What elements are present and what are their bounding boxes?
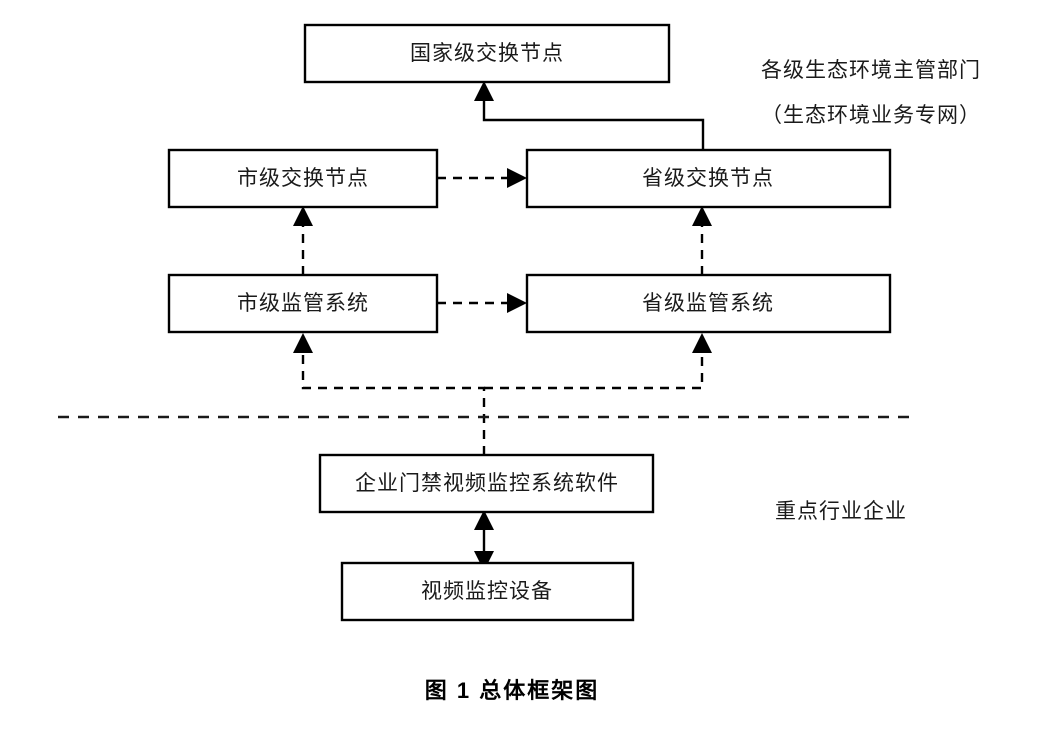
node-city-supervision-system[interactable]: 市级监管系统 (167, 273, 439, 334)
figure-caption: 图 1 总体框架图 (425, 678, 599, 703)
arrow-head-up-icon (474, 510, 494, 530)
node-video-surveillance-device[interactable]: 视频监控设备 (340, 561, 635, 622)
node-label-province-exchange-node: 省级交换节点 (642, 166, 774, 190)
zone-label-enterprise: 重点行业企业 (775, 499, 907, 523)
connector-enterprise-software-to-video-device (474, 510, 494, 571)
zone-label-authority-line2: （生态环境业务专网） (761, 103, 981, 127)
arrow-head-right-icon (507, 168, 527, 188)
node-province-exchange-node[interactable]: 省级交换节点 (525, 148, 892, 209)
node-national-exchange-node[interactable]: 国家级交换节点 (303, 23, 671, 84)
connector-enterprise-software-to-supervision-systems (293, 333, 712, 455)
node-province-supervision-system[interactable]: 省级监管系统 (525, 273, 892, 334)
node-label-city-exchange-node: 市级交换节点 (237, 166, 369, 190)
connector-province-exchange-to-national-exchange (474, 81, 705, 150)
arrow-head-up-icon (293, 333, 313, 353)
node-label-enterprise-access-video-software: 企业门禁视频监控系统软件 (355, 471, 619, 495)
arrow-head-down-icon (474, 551, 494, 571)
node-label-province-supervision-system: 省级监管系统 (642, 291, 774, 315)
node-enterprise-access-video-software[interactable]: 企业门禁视频监控系统软件 (318, 453, 655, 514)
node-label-video-surveillance-device: 视频监控设备 (421, 579, 553, 603)
connector-city-supervision-to-city-exchange (293, 206, 313, 275)
arrow-head-up-icon (692, 206, 712, 226)
arrow-head-right-icon (507, 293, 527, 313)
arrow-head-up-icon (474, 81, 494, 101)
node-city-exchange-node[interactable]: 市级交换节点 (167, 148, 439, 209)
arrow-head-up-icon (692, 333, 712, 353)
connector-city-supervision-to-province-supervision (437, 293, 527, 313)
arrow-head-up-icon (293, 206, 313, 226)
zone-label-enterprise-line1: 重点行业企业 (775, 499, 907, 523)
connector-city-exchange-to-province-exchange (437, 168, 527, 188)
zone-label-authority-line1: 各级生态环境主管部门 (761, 58, 981, 82)
node-label-city-supervision-system: 市级监管系统 (237, 291, 369, 315)
node-label-national-exchange-node: 国家级交换节点 (410, 41, 564, 65)
zone-label-authority: 各级生态环境主管部门 （生态环境业务专网） (761, 58, 981, 127)
connector-province-supervision-to-province-exchange (692, 206, 712, 275)
